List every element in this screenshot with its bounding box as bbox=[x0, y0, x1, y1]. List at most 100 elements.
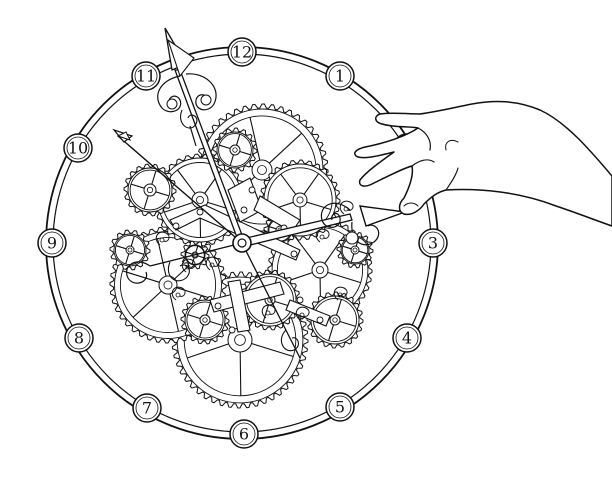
gear-5-axle bbox=[195, 195, 204, 204]
scroll-ornament-curl-6 bbox=[265, 310, 271, 316]
scroll-ornament-2 bbox=[181, 258, 196, 273]
gear-10-spoke bbox=[187, 314, 201, 320]
gear-13-spoke bbox=[239, 150, 251, 156]
scroll-ornament-8 bbox=[171, 286, 186, 301]
svg-text:8: 8 bbox=[74, 329, 84, 348]
gear-11-spoke bbox=[133, 250, 145, 255]
numeral-7: 7 bbox=[132, 393, 162, 423]
hour-hand bbox=[126, 202, 406, 284]
gear-6-spoke bbox=[280, 173, 297, 195]
numeral-5: 5 bbox=[325, 392, 355, 422]
svg-text:12: 12 bbox=[232, 43, 252, 62]
gear-13-rim-inner bbox=[218, 133, 252, 167]
gear-1-spoke bbox=[268, 132, 303, 164]
scroll-ornament-9 bbox=[339, 200, 354, 215]
numeral-8: 8 bbox=[64, 323, 94, 353]
gear-2-spoke bbox=[251, 342, 294, 358]
scroll-ornament-1 bbox=[155, 231, 170, 246]
gear-5-spoke bbox=[177, 169, 196, 194]
numeral-6: 6 bbox=[229, 419, 259, 449]
gear-10-spoke bbox=[199, 324, 205, 338]
numeral-4: 4 bbox=[392, 323, 422, 353]
gear-7-hub bbox=[143, 183, 157, 197]
svg-text:4: 4 bbox=[402, 329, 412, 348]
numeral-12: 12 bbox=[227, 37, 257, 67]
screw-10 bbox=[296, 296, 304, 304]
gear-12-spoke bbox=[342, 245, 352, 250]
gear-5-spoke bbox=[164, 202, 193, 213]
gear-13-axle bbox=[232, 147, 238, 153]
gear-13-spoke bbox=[229, 154, 235, 166]
scroll-ornament-7 bbox=[205, 256, 220, 271]
gear-10-rim bbox=[184, 299, 226, 341]
gear-13-spoke bbox=[219, 144, 231, 150]
gear-11-hub bbox=[125, 245, 135, 255]
gear-15-spoke bbox=[185, 251, 193, 255]
svg-text:7: 7 bbox=[142, 399, 152, 418]
gear-15-spoke bbox=[197, 255, 205, 259]
gear-13-hub bbox=[229, 144, 241, 156]
scroll-ornament-curl-5 bbox=[299, 312, 305, 318]
gear-7-rim-inner bbox=[129, 169, 171, 211]
gear-3-spoke bbox=[132, 290, 162, 318]
numeral-1: 1 bbox=[325, 61, 355, 91]
gear-7-spoke bbox=[130, 183, 145, 189]
gear-2-axle bbox=[234, 334, 246, 346]
svg-text:10: 10 bbox=[68, 139, 88, 158]
gear-6-spoke bbox=[303, 173, 320, 195]
screw-6 bbox=[316, 316, 324, 324]
gear-12-hub bbox=[350, 245, 360, 255]
gear-3-spoke bbox=[156, 238, 167, 277]
gear-7-spoke bbox=[151, 170, 157, 185]
gear-13-spoke bbox=[235, 134, 241, 146]
gear-8-hub bbox=[329, 314, 341, 326]
gear-8-axle bbox=[332, 317, 338, 323]
scroll-ornament-curl-3 bbox=[319, 234, 325, 240]
gear-4-spoke bbox=[294, 235, 316, 264]
gear-15-spoke bbox=[195, 245, 199, 253]
gear-3-spoke bbox=[122, 270, 160, 283]
gear-4-hub bbox=[311, 261, 329, 279]
gear-11-spoke bbox=[130, 235, 135, 247]
gear-6-hub bbox=[292, 192, 308, 208]
gear-12-axle bbox=[352, 247, 358, 253]
gear-8-spoke bbox=[328, 324, 335, 341]
gear-1-spoke bbox=[249, 117, 261, 161]
screw-9 bbox=[248, 186, 256, 194]
gear-1-axle bbox=[257, 165, 267, 175]
gear-bridge-6 bbox=[227, 279, 251, 333]
scroll-ornament-curl-2 bbox=[185, 264, 191, 270]
gear-7-spoke bbox=[143, 195, 149, 210]
gear-4-spoke bbox=[327, 271, 361, 284]
gear-7-spoke bbox=[155, 191, 170, 197]
screw-2 bbox=[290, 250, 298, 258]
gear-12-spoke bbox=[358, 250, 368, 255]
svg-text:9: 9 bbox=[47, 234, 57, 253]
gear-10-axle bbox=[202, 317, 208, 323]
scroll-ornament-curl-4 bbox=[337, 292, 343, 298]
screw-1 bbox=[196, 208, 204, 216]
screw-7 bbox=[228, 326, 236, 334]
svg-text:11: 11 bbox=[136, 67, 156, 86]
screw-5 bbox=[214, 302, 222, 310]
gear-3-hub bbox=[158, 275, 178, 295]
gear-6-spoke bbox=[306, 201, 331, 211]
gear-2-spoke bbox=[239, 351, 242, 396]
gear-3-spoke bbox=[176, 287, 214, 300]
gear-3-spoke bbox=[169, 293, 180, 332]
numeral-9: 9 bbox=[37, 228, 67, 258]
gear-3-rim-inner bbox=[119, 236, 217, 334]
clock-hub bbox=[232, 233, 252, 253]
gear-1-hub bbox=[251, 159, 273, 181]
gear-11-spoke bbox=[125, 253, 130, 265]
scroll-ornament-3 bbox=[315, 228, 330, 243]
scroll-ornament-4 bbox=[333, 286, 348, 301]
gear-10-rim-inner bbox=[186, 301, 224, 339]
svg-text:3: 3 bbox=[428, 234, 438, 253]
gear-11-axle bbox=[127, 247, 133, 253]
gear-8-spoke bbox=[335, 299, 342, 316]
svg-text:1: 1 bbox=[335, 67, 345, 86]
clock-numerals: 12 1 2 3 4 5 6 7 8 9 10 11 bbox=[37, 37, 448, 449]
gear-13-rim bbox=[216, 131, 254, 169]
